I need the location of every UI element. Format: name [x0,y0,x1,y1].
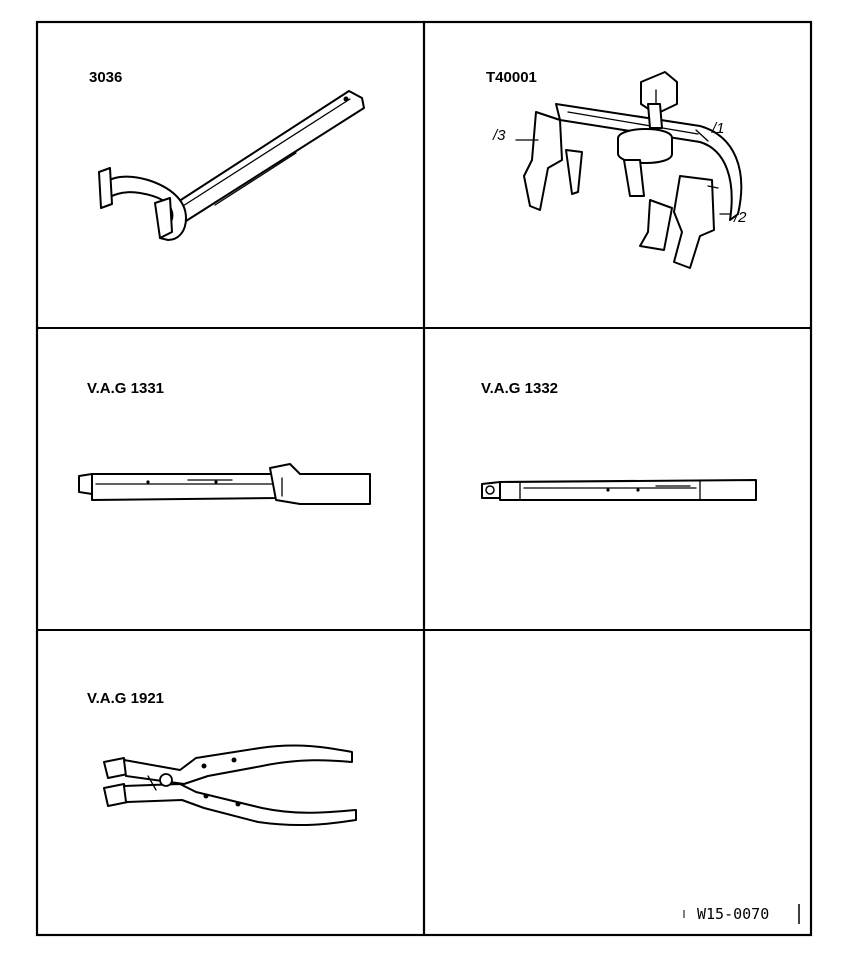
part-label-3: /3 [492,127,506,144]
grid-frame [35,20,813,937]
tool-label-3036: 3036 [89,69,122,86]
tool-label-vag-1332: V.A.G 1332 [481,380,558,397]
tool-label-vag-1921: V.A.G 1921 [87,690,164,707]
part-label-1: /1 [711,120,725,137]
spanner-icon [98,90,365,241]
figure-code: W15-0070 [683,904,800,924]
figure-code-text: W15-0070 [697,905,769,923]
tool-label-t40001: T40001 [486,69,537,86]
puller-icon [515,71,743,269]
part-label-2: /2 [733,209,747,226]
hose-clip-pliers-icon [103,744,357,827]
tool-label-vag-1331: V.A.G 1331 [87,380,164,397]
torque-wrench-icon [481,479,757,501]
torque-wrench-icon [78,463,371,505]
